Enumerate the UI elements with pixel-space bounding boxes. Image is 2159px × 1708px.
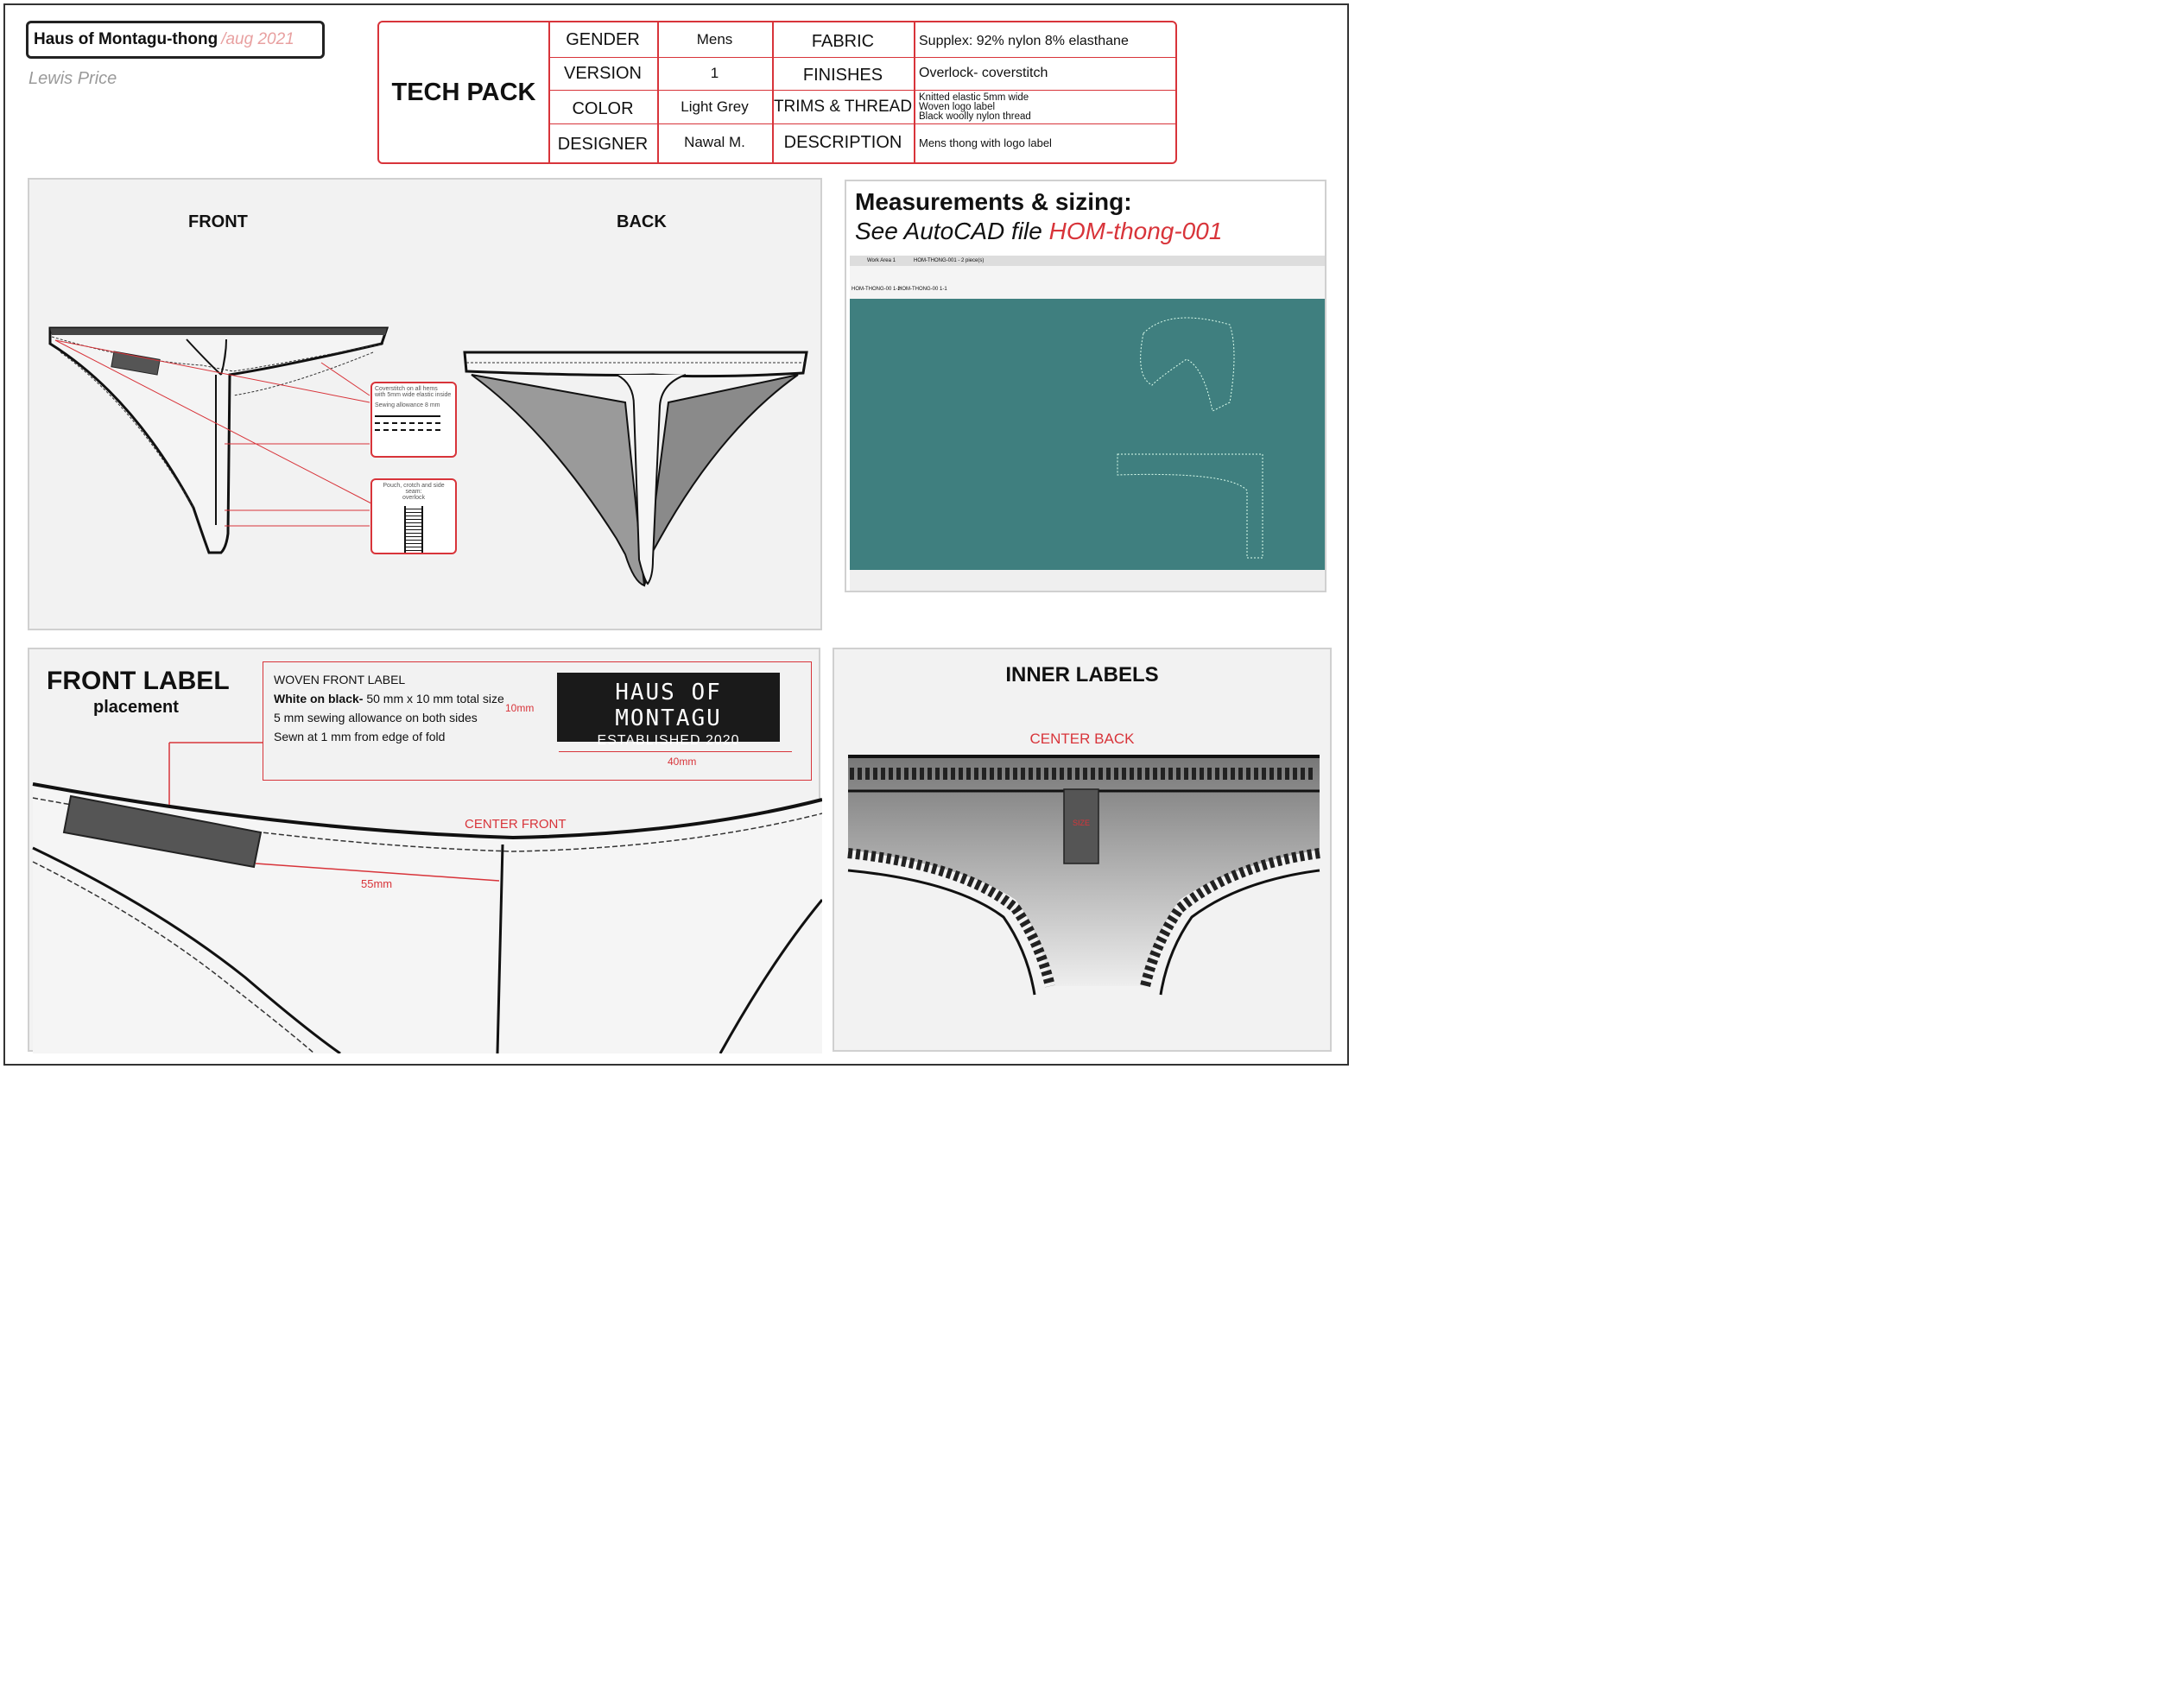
stitch-line — [375, 422, 440, 424]
callout-overlock-line2: overlock — [402, 495, 426, 501]
label-established: ESTABLISHED 2020 — [597, 733, 740, 748]
cad-piece-2[interactable]: HOM-THONG-00 1-1 — [898, 287, 947, 292]
label-brand: HAUS OF MONTAGU — [615, 680, 722, 731]
callout-overlock: Pouch, crotch and side seam: overlock — [370, 478, 457, 554]
label-trims: TRIMS & THREAD — [773, 98, 913, 116]
trim-elastic: Knitted elastic 5mm wide — [919, 92, 1029, 103]
cad-statusbar — [850, 570, 1325, 591]
value-version: 1 — [710, 65, 719, 81]
doc-date: /aug 2021 — [221, 30, 294, 48]
title-box: Haus of Montagu-thong /aug 2021 — [26, 21, 325, 59]
value-trims: Knitted elastic 5mm wide Woven logo labe… — [919, 92, 1178, 123]
value-color: Light Grey — [681, 98, 749, 115]
inner-label-sketch — [847, 755, 1320, 996]
cad-file-name: HOM-thong-001 — [1048, 218, 1223, 244]
cad-tab-workarea[interactable]: Work Area 1 — [867, 258, 896, 263]
value-finishes: Overlock- coverstitch — [919, 66, 1048, 80]
front-label-heading: FRONT LABEL — [47, 667, 230, 695]
callout-coverstitch-line3: Sewing allowance 8 mm — [375, 402, 440, 408]
measurements-panel: Measurements & sizing: See AutoCAD file … — [845, 180, 1326, 592]
label-finishes: FINISHES — [802, 65, 883, 85]
techpack-table: TECH PACK GENDER Mens FABRIC Supplex: 92… — [377, 21, 1177, 164]
measurements-title: Measurements & sizing: — [855, 188, 1132, 215]
value-fabric: Supplex: 92% nylon 8% elasthane — [919, 34, 1129, 48]
measurements-subtitle: See AutoCAD file HOM-thong-001 — [855, 218, 1222, 245]
value-designer: Nawal M. — [684, 134, 745, 150]
techpack-heading: TECH PACK — [391, 78, 536, 106]
divider — [657, 22, 659, 162]
label-spec-box: WOVEN FRONT LABEL White on black- 50 mm … — [263, 661, 812, 781]
distance-label: 55mm — [361, 877, 393, 890]
stitch-line — [375, 429, 440, 431]
callout-coverstitch: Coverstitch on all hems with 5mm wide el… — [370, 382, 457, 458]
woven-label: HAUS OF MONTAGU ESTABLISHED 2020 — [557, 673, 780, 748]
label-color: COLOR — [572, 98, 634, 118]
thong-sketch — [48, 326, 808, 587]
center-front-label: CENTER FRONT — [465, 817, 567, 832]
callout-coverstitch-line2: with 5mm wide elastic inside — [375, 392, 452, 398]
stitch-line — [375, 415, 440, 417]
label-gender: GENDER — [566, 29, 640, 49]
back-view-label: BACK — [617, 212, 667, 231]
trim-thread: Black woolly nylon thread — [919, 111, 1031, 122]
spec-line3: Sewn at 1 mm from edge of fold — [274, 730, 446, 743]
callout-coverstitch-line1: Coverstitch on all hems — [375, 386, 438, 392]
spec-title: WOVEN FRONT LABEL — [274, 673, 406, 686]
label-designer: DESIGNER — [557, 134, 649, 154]
value-description: Mens thong with logo label — [919, 136, 1052, 149]
center-back-label: CENTER BACK — [1029, 731, 1135, 747]
pattern-pieces — [1117, 317, 1263, 559]
flat-sketch-panel: FRONT BACK Coverstitch on all hems with … — [28, 178, 822, 630]
front-label-panel: FRONT LABEL placement WOVEN FRONT LABEL … — [28, 648, 822, 1053]
cad-piece-1[interactable]: HOM-THONG-00 1-2 — [852, 287, 901, 292]
label-description: DESCRIPTION — [783, 132, 902, 152]
author: Lewis Price — [28, 69, 117, 88]
doc-title: Haus of Montagu-thong — [34, 30, 218, 48]
value-gender: Mens — [696, 31, 733, 47]
cad-canvas[interactable] — [850, 299, 1325, 570]
spec-bold: White on black- — [274, 692, 364, 705]
spec-line2: 5 mm sewing allowance on both sides — [274, 711, 478, 724]
divider — [772, 22, 774, 162]
cad-tab-file[interactable]: HOM-THONG-001 - 2 piece(s) — [914, 258, 985, 263]
dim-width: 40mm — [668, 756, 697, 768]
inner-labels-heading: INNER LABELS — [1005, 663, 1159, 686]
subtitle-text: See AutoCAD file — [855, 218, 1049, 244]
front-view-label: FRONT — [188, 212, 248, 231]
dim-height: 10mm — [505, 702, 535, 714]
divider — [548, 57, 1175, 58]
dim-line — [559, 751, 792, 752]
page-frame — [3, 3, 1349, 1066]
cad-thumbnails: HOM-THONG-00 1-2 HOM-THONG-00 1-1 — [850, 266, 1325, 299]
trim-label: Woven logo label — [919, 101, 996, 112]
spec-size: 50 mm x 10 mm total size — [363, 692, 504, 705]
callout-overlock-line1: Pouch, crotch and side seam: — [383, 483, 445, 495]
divider — [548, 123, 1175, 124]
divider — [914, 22, 915, 162]
label-placement-sketch — [32, 742, 822, 1053]
label-version: VERSION — [563, 63, 643, 83]
front-label-sub: placement — [93, 698, 179, 717]
cad-tabs: Work Area 1 HOM-THONG-001 - 2 piece(s) — [850, 256, 1325, 266]
label-fabric: FABRIC — [811, 31, 875, 51]
divider — [548, 90, 1175, 91]
inner-labels-panel: INNER LABELS CENTER BACK SIZE — [833, 648, 1332, 1052]
overlock-stitch — [404, 506, 423, 553]
size-tag-text: SIZE — [1073, 819, 1091, 827]
spec-line1: White on black- 50 mm x 10 mm total size — [274, 692, 504, 705]
divider — [548, 22, 550, 162]
cad-screenshot: Work Area 1 HOM-THONG-001 - 2 piece(s) H… — [850, 256, 1325, 591]
